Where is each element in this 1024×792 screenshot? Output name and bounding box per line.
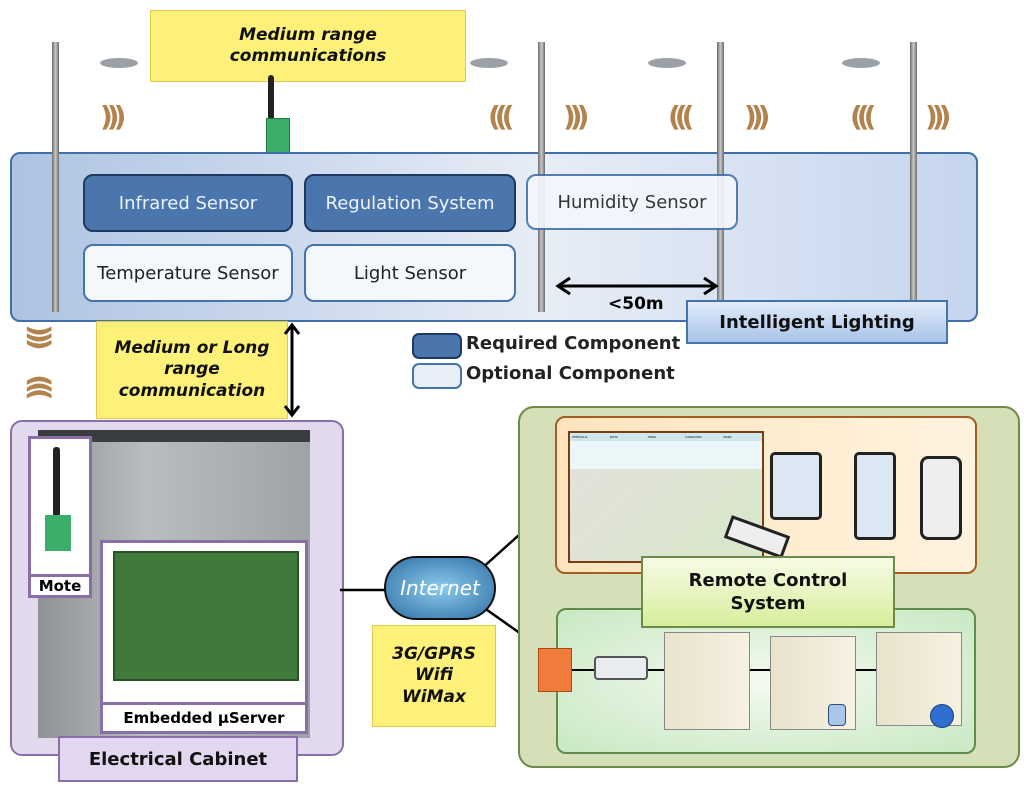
wireless-wave-icon: ))) — [23, 324, 57, 345]
wireless-wave-icon: ))) — [925, 100, 952, 133]
component-label: Regulation System — [325, 192, 495, 214]
note-line: WiMax — [402, 686, 466, 707]
lamp-head-icon — [100, 58, 138, 68]
lamp-head-icon — [842, 58, 880, 68]
component-label: Humidity Sensor — [557, 191, 707, 213]
component-temperature-sensor: Temperature Sensor — [83, 244, 293, 302]
component-label: Infrared Sensor — [118, 192, 258, 214]
wireless-wave-icon: ((( — [23, 374, 57, 395]
app-screenshot: VEHICULO RUTA HORA DURACION MAPA — [568, 431, 764, 563]
internet-cloud-icon: Internet — [384, 556, 496, 620]
note-line: 3G/GPRS — [392, 644, 476, 665]
mote-label: Mote — [31, 574, 89, 595]
note-line: Medium range — [239, 24, 377, 45]
legend-optional-swatch — [412, 363, 462, 389]
router-icon — [594, 656, 648, 680]
server-label: Embedded µServer — [103, 702, 305, 731]
component-label: Light Sensor — [353, 262, 467, 284]
medium-range-note: Medium range communications — [150, 10, 466, 82]
monitor-icon — [770, 452, 822, 520]
server-panel: Embedded µServer — [100, 540, 308, 734]
component-regulation-system: Regulation System — [304, 174, 516, 232]
label-line: System — [730, 593, 806, 614]
legend-required-label: Required Component — [466, 333, 681, 354]
note-line: communication — [118, 380, 266, 401]
app-table: VEHICULO RUTA HORA DURACION MAPA — [570, 433, 762, 441]
label-line: Remote Control — [688, 569, 848, 591]
intelligent-lighting-label: Intelligent Lighting — [686, 300, 948, 344]
legend-optional-label: Optional Component — [466, 363, 675, 384]
table-header: DURACION — [685, 435, 702, 439]
wireless-wave-icon: ((( — [668, 100, 695, 133]
note-line: communications — [229, 46, 387, 66]
wireless-wave-icon: ))) — [744, 100, 771, 133]
lamp-head-icon — [470, 58, 508, 68]
table-header: RUTA — [609, 435, 618, 439]
vertical-arrow — [283, 322, 301, 418]
antenna-icon — [268, 75, 274, 120]
tablet-icon — [854, 452, 896, 540]
component-light-sensor: Light Sensor — [304, 244, 516, 302]
mote-board-icon — [266, 118, 290, 154]
server-board-image — [113, 551, 299, 681]
app-map — [570, 469, 762, 561]
street-lamp-icon — [910, 42, 917, 312]
globe-icon — [930, 704, 954, 728]
wireless-wave-icon: ((( — [488, 100, 515, 133]
component-humidity-sensor: Humidity Sensor — [526, 174, 738, 230]
mote-board-icon — [45, 515, 71, 551]
web-server-icon — [664, 632, 750, 730]
note-line: Wifi — [415, 665, 453, 686]
note-line: Medium or Long — [114, 338, 270, 359]
lamp-head-icon — [648, 58, 686, 68]
wireless-wave-icon: ))) — [563, 100, 590, 133]
medium-long-range-note: Medium or Long range communication — [96, 321, 288, 419]
street-lamp-icon — [52, 42, 59, 312]
distance-label: <50m — [608, 294, 664, 314]
pda-icon — [920, 456, 962, 540]
firewall-icon — [538, 648, 572, 692]
component-infrared-sensor: Infrared Sensor — [83, 174, 293, 232]
mote-panel: Mote — [28, 436, 92, 598]
legend-required-swatch — [412, 333, 462, 359]
distance-arrow — [555, 276, 719, 296]
remote-control-label: Remote Control System — [641, 556, 895, 628]
table-header: VEHICULO — [572, 435, 588, 439]
database-icon — [828, 704, 846, 726]
wireless-wave-icon: ))) — [100, 100, 127, 133]
internet-label: Internet — [400, 576, 480, 600]
component-label: Temperature Sensor — [97, 262, 279, 284]
antenna-icon — [53, 447, 60, 517]
network-types-note: 3G/GPRS Wifi WiMax — [372, 625, 496, 727]
table-header: MAPA — [723, 435, 732, 439]
table-header: HORA — [647, 435, 657, 439]
wireless-wave-icon: ((( — [850, 100, 877, 133]
note-line: range — [164, 359, 220, 380]
electrical-cabinet-label: Electrical Cabinet — [58, 736, 298, 782]
